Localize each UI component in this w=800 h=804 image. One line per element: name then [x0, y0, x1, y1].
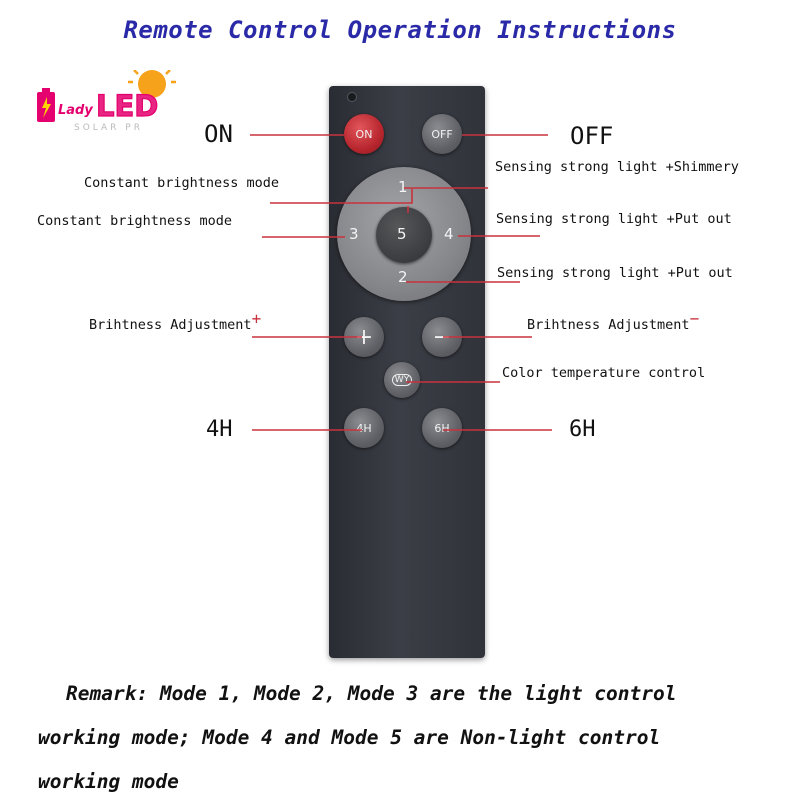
logo-tagline: SOLAR PR — [74, 123, 143, 133]
label-bright-down: Brihtness Adjustment− — [527, 309, 700, 333]
minus-sign: − — [689, 309, 700, 328]
on-button-label: ON — [355, 127, 373, 141]
label-mode3: Constant brightness mode — [37, 213, 233, 229]
label-mode1-right: Sensing strong light +Shimmery — [495, 159, 739, 175]
timer-6h-button[interactable]: 6H — [422, 408, 462, 448]
pointer-mode1-left — [270, 189, 413, 204]
remark-line-2: working mode; Mode 4 and Mode 5 are Non-… — [38, 726, 661, 749]
mode-5-button[interactable]: 5 — [376, 207, 432, 263]
color-temperature-icon: WY — [391, 374, 413, 386]
sun-icon — [128, 70, 176, 98]
plus-icon: + — [354, 324, 374, 350]
logo-word-lady: Lady — [58, 103, 93, 118]
indicator-led — [347, 92, 357, 102]
battery-icon — [37, 88, 55, 122]
label-mode4: Sensing strong light +Put out — [496, 211, 732, 227]
mode-5-label: 5 — [397, 225, 407, 243]
remark-line-3: working mode — [38, 770, 179, 793]
page-title: Remote Control Operation Instructions — [123, 16, 677, 44]
timer-4h-button[interactable]: 4H — [344, 408, 384, 448]
label-4h: 4H — [206, 417, 233, 442]
logo-word-led: LED — [96, 89, 158, 123]
mode-3-button[interactable]: 3 — [349, 225, 359, 243]
remark-text: Remark: Mode 1, Mode 2, Mode 3 are the l… — [38, 672, 788, 804]
minus-icon: − — [432, 324, 452, 350]
brightness-up-button[interactable]: + — [344, 317, 384, 357]
label-on: ON — [204, 120, 233, 148]
plus-sign: + — [251, 309, 262, 328]
logo-word-led-fill: LED — [96, 89, 158, 123]
label-mode1: Constant brightness mode — [84, 175, 280, 191]
on-button[interactable]: ON — [344, 114, 384, 154]
mode-4-button[interactable]: 4 — [444, 225, 454, 243]
timer-6h-label: 6H — [434, 421, 450, 435]
color-temperature-button[interactable]: WY — [384, 362, 420, 398]
remark-line-1: Remark: Mode 1, Mode 2, Mode 3 are the l… — [66, 682, 677, 705]
off-button[interactable]: OFF — [422, 114, 462, 154]
label-bright-up: Brihtness Adjustment+ — [89, 309, 262, 333]
label-mode2: Sensing strong light +Put out — [497, 265, 733, 281]
label-off: OFF — [570, 122, 614, 150]
label-6h: 6H — [569, 417, 596, 442]
mode-2-button[interactable]: 2 — [398, 268, 408, 286]
off-button-label: OFF — [431, 127, 453, 141]
timer-4h-label: 4H — [356, 421, 372, 435]
label-color-temp: Color temperature control — [502, 365, 706, 381]
brand-logo: Lady LED LED SOLAR PR — [37, 70, 176, 133]
mode-1-button[interactable]: 1 — [398, 178, 408, 196]
